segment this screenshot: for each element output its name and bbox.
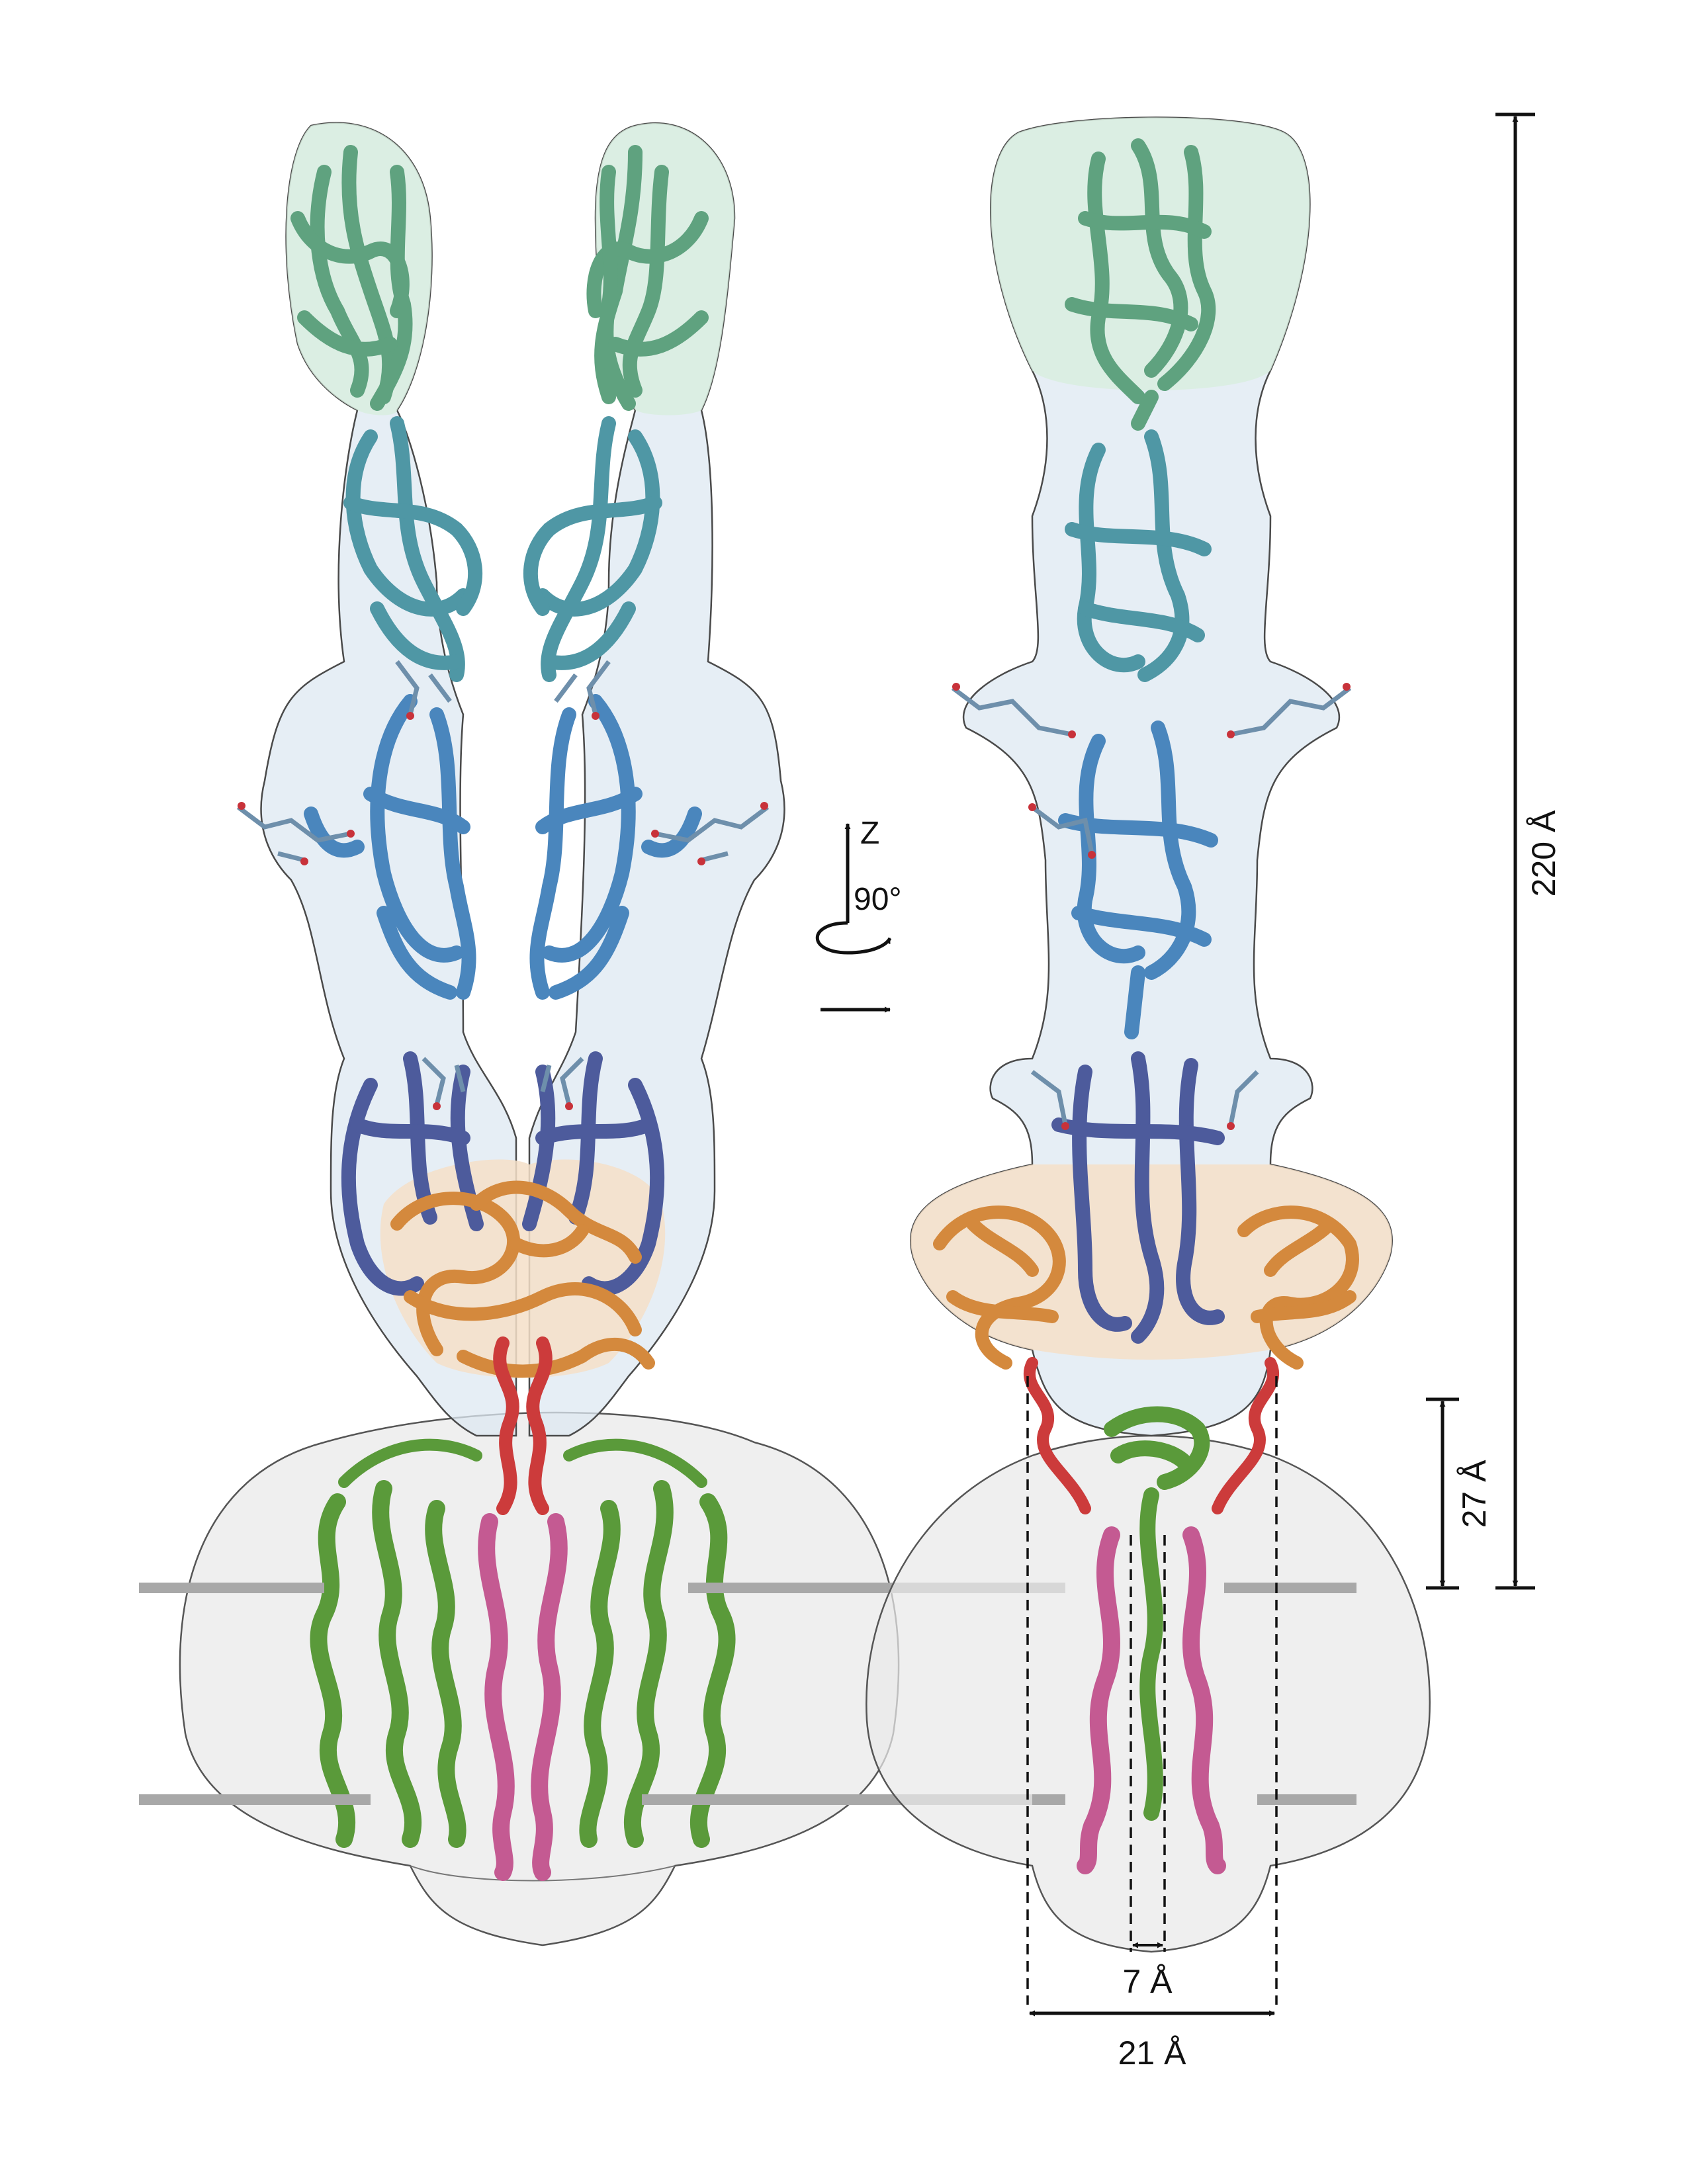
height-label: 220 Å: [1525, 810, 1562, 896]
offset-label: 27 Å: [1456, 1460, 1493, 1528]
height-dimension: [1495, 112, 1535, 1590]
right-d3-domain: [1058, 721, 1218, 1039]
right-view: [866, 116, 1431, 2005]
right-d2-domain: [1065, 429, 1212, 682]
right-glycan-oxygens: [952, 683, 1351, 1130]
right-tm-green: [1104, 1406, 1210, 1821]
right-linkers: [1023, 1357, 1280, 1514]
z-axis-label: Z: [860, 816, 879, 851]
right-membrane-lines: [1032, 1583, 1356, 1805]
right-d4-domain: [1051, 1051, 1225, 1344]
right-orange-domains: [933, 1205, 1359, 1370]
left-linker: [493, 1336, 553, 1515]
right-dashed-guides: [1026, 1376, 1278, 2005]
left-d1-domains: [290, 145, 709, 411]
left-d2-domains: [343, 416, 662, 682]
left-tm-pink: [478, 1513, 568, 1881]
rotation-angle-label: 90°: [854, 882, 902, 917]
right-glycans: [951, 686, 1352, 1125]
inner-width-label: 7 Å: [1122, 1963, 1173, 2000]
outer-width-label: 21 Å: [1118, 2034, 1187, 2072]
left-d4-domains: [341, 1051, 665, 1296]
right-tm-pink: [1077, 1526, 1226, 1874]
rotation-symbol: [816, 823, 892, 1013]
offset-dimension: [1426, 1397, 1459, 1590]
left-view: [139, 122, 1065, 1946]
left-d3-domains: [304, 694, 702, 1000]
left-tm-green: [310, 1438, 736, 1848]
left-glycans: [236, 660, 770, 1106]
right-d1-domain: [1065, 138, 1216, 431]
left-glycan-oxygens: [238, 712, 768, 1110]
